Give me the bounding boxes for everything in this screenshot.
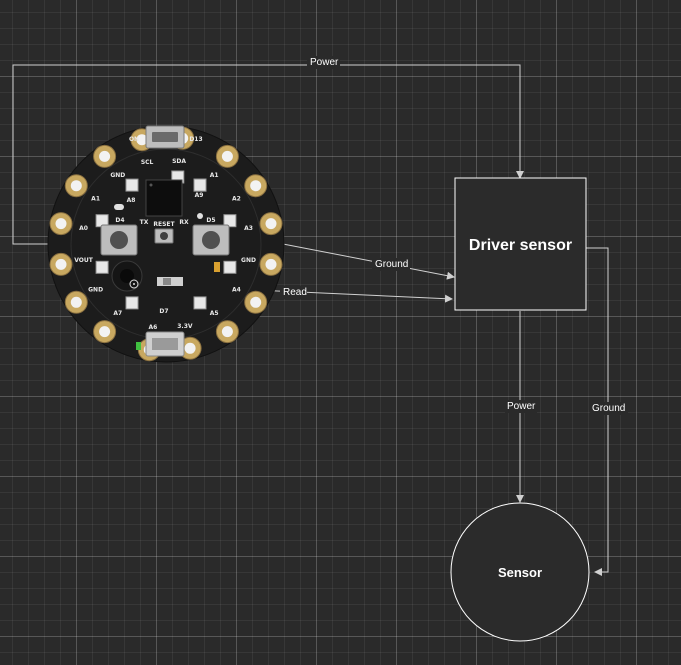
neopixel-led [125, 178, 139, 192]
board-pad-hole [184, 342, 196, 354]
pin-label: SCL [141, 159, 154, 166]
edge-top-power[interactable] [12, 64, 524, 245]
pin-label: A5 [210, 310, 219, 317]
button-d5[interactable] [192, 224, 230, 256]
button-reset[interactable] [154, 228, 174, 244]
board-pad-hole [55, 258, 67, 270]
eye-icon [114, 204, 124, 210]
label-d4: D4 [115, 217, 124, 224]
power-led [136, 342, 141, 350]
board-pad-hole [221, 150, 233, 162]
pin-label: SDA [172, 158, 186, 165]
edge-ground-board[interactable] [282, 243, 455, 280]
pin-label: A4 [232, 287, 241, 294]
label-d7: D7 [159, 308, 168, 315]
label-d13: D13 [189, 136, 202, 143]
board-pad-hole [70, 180, 82, 192]
pin-label: GND [110, 172, 125, 179]
board-pad-hole [265, 258, 277, 270]
edge-label-read: Read [280, 286, 307, 299]
label-a8: A8 [127, 197, 136, 204]
node-driver-sensor[interactable]: Driver sensor [454, 177, 587, 311]
pin-label: A3 [244, 225, 253, 232]
light-sensor [214, 262, 220, 272]
label-on: ON [129, 136, 139, 143]
pin-label: VOUT [74, 257, 94, 264]
label-reset: RESET [153, 221, 175, 228]
neopixel-led [223, 260, 237, 274]
label-tx: TX [140, 219, 149, 226]
label-a9: A9 [195, 192, 204, 199]
edge-label-ground-down: Ground [590, 402, 628, 415]
neopixel-led [193, 296, 207, 310]
board-pad-hole [136, 134, 148, 146]
edge-label-power-down: Power [505, 400, 537, 413]
edge-label-top-power: Power [307, 56, 340, 69]
node-sensor[interactable]: Sensor [450, 502, 590, 642]
board-pad-hole [221, 326, 233, 338]
pin-label: 3.3V [177, 323, 193, 330]
edge-label-ground-board: Ground [372, 258, 410, 271]
pin-label: A1 [91, 195, 100, 202]
svg-text:Ground: Ground [592, 403, 625, 414]
label-rx: RX [179, 219, 189, 226]
circuit-board[interactable]: RESET TX RX D4 D5 D7 D13 A8 A9 ON A1A2A3… [47, 125, 285, 363]
pin-label: GND [88, 287, 103, 294]
button-d4[interactable] [100, 224, 138, 256]
svg-text:Power: Power [310, 57, 339, 68]
pin-label: A6 [148, 324, 157, 331]
svg-text:Power: Power [507, 401, 536, 412]
board-pad-hole [250, 180, 262, 192]
board-pad-hole [250, 296, 262, 308]
svg-text:Read: Read [283, 287, 307, 298]
board-pad-hole [99, 150, 111, 162]
node-driver-sensor-label: Driver sensor [469, 237, 572, 254]
pin-label: A7 [113, 310, 122, 317]
node-sensor-label: Sensor [498, 565, 542, 580]
neopixel-led [125, 296, 139, 310]
slide-switch[interactable] [157, 277, 183, 286]
pin-label: A1 [210, 172, 219, 179]
battery-connector [145, 331, 185, 357]
neopixel-led [95, 260, 109, 274]
pin-label: GND [241, 257, 256, 264]
label-d5: D5 [206, 217, 215, 224]
pin-label: A0 [79, 225, 88, 232]
board-pad-hole [70, 296, 82, 308]
neopixel-led [193, 178, 207, 192]
board-pad-hole [265, 218, 277, 230]
board-pad-hole [99, 326, 111, 338]
svg-text:Ground: Ground [375, 259, 408, 270]
neopixel-led [223, 214, 237, 228]
board-pad-hole [55, 218, 67, 230]
pin-label: A2 [232, 195, 241, 202]
